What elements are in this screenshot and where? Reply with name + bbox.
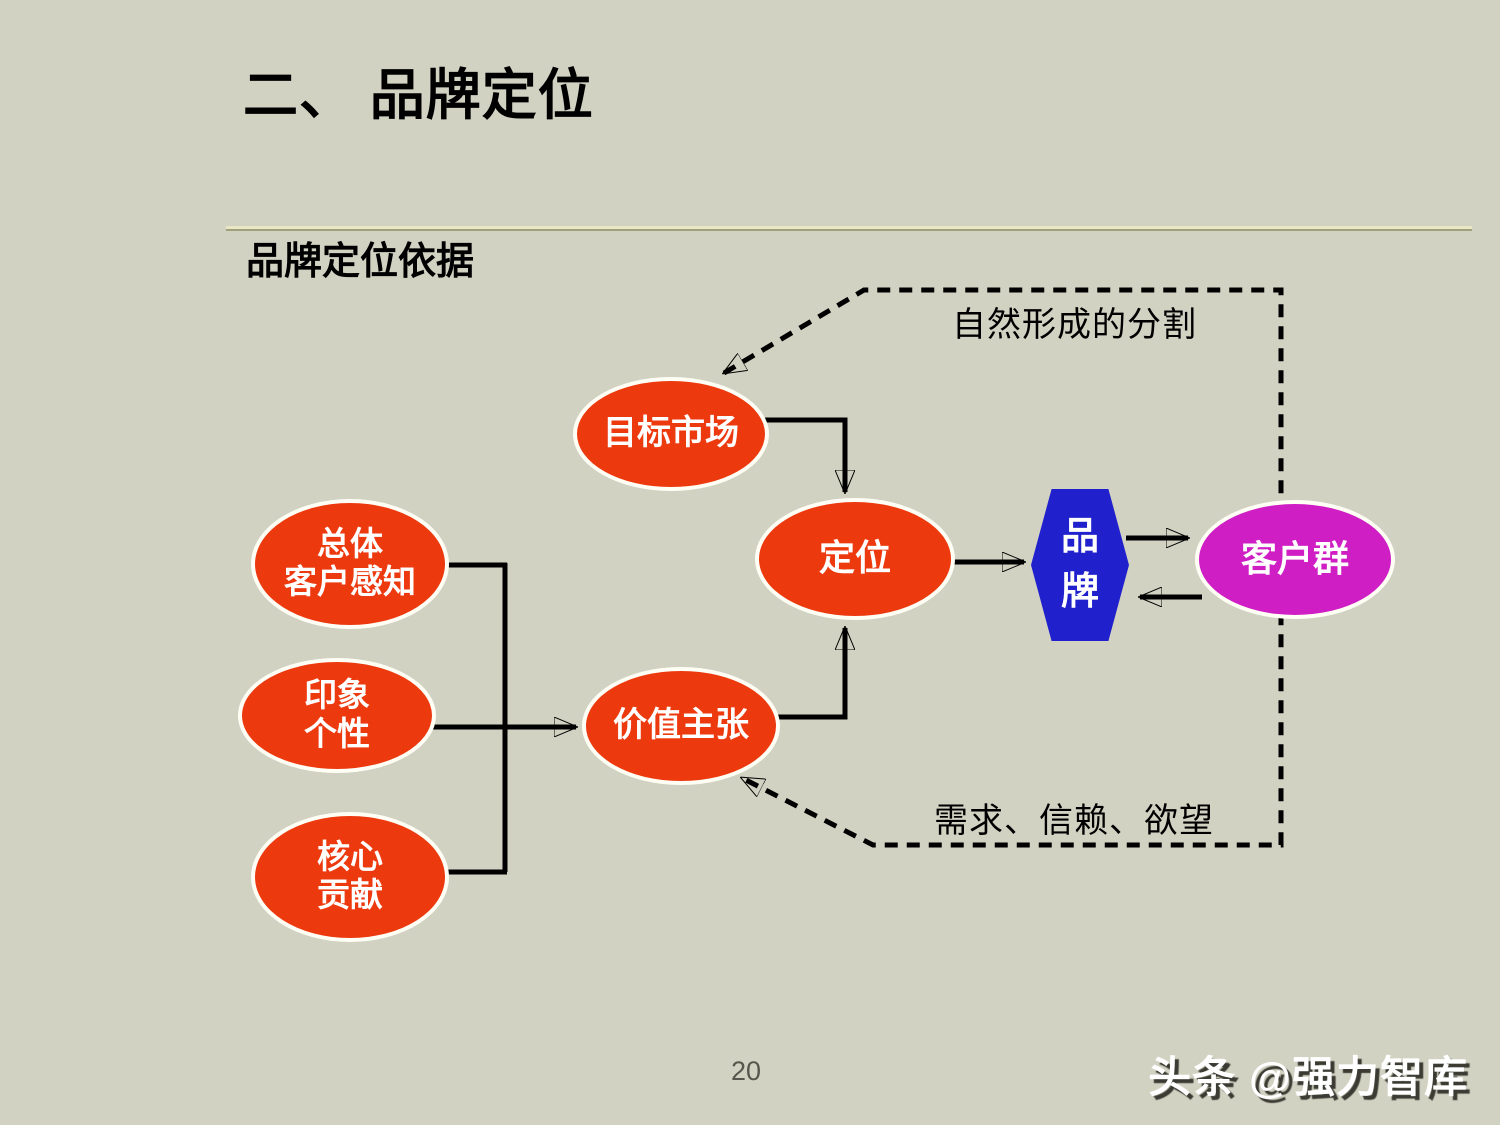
node-customer-group: 客户群 xyxy=(1195,500,1395,619)
node-target-market: 目标市场 xyxy=(573,377,769,491)
arrow-value-proposition-to-positioning xyxy=(772,628,845,720)
divider-line xyxy=(226,226,1472,231)
node-label-line1: 总体 xyxy=(317,526,383,563)
node-brand-hexagon: 品 牌 xyxy=(1031,489,1129,641)
node-core-contribution: 核心 贡献 xyxy=(251,812,449,942)
node-overall-customer-perception: 总体 客户感知 xyxy=(251,499,449,629)
node-label: 定位 xyxy=(818,538,891,579)
node-label-line1: 印象 xyxy=(304,678,370,715)
node-label-line2: 贡献 xyxy=(317,878,383,914)
node-label: 目标市场 xyxy=(603,415,739,453)
node-impression-personality: 印象 个性 xyxy=(238,658,436,773)
node-label-line2: 个性 xyxy=(304,716,370,753)
node-label-line1: 核心 xyxy=(317,839,383,876)
node-positioning: 定位 xyxy=(755,498,955,620)
node-label: 价值主张 xyxy=(613,707,749,745)
annotation-needs-trust-desire: 需求、信赖、欲望 xyxy=(934,803,1214,840)
arrow-target-market-to-positioning xyxy=(750,417,845,492)
node-label: 客户群 xyxy=(1240,538,1349,579)
node-value-proposition: 价值主张 xyxy=(582,667,780,785)
node-label-line2: 牌 xyxy=(1060,571,1099,613)
slide-subtitle: 品牌定位依据 xyxy=(246,241,475,283)
page-number: 20 xyxy=(731,1056,762,1086)
watermark: 头条 @强力智库 xyxy=(1148,1054,1468,1102)
annotation-natural-segmentation: 自然形成的分割 xyxy=(952,307,1197,344)
dashed-feedback-loop xyxy=(724,287,1284,848)
node-label-line2: 客户感知 xyxy=(284,565,416,601)
node-label-line1: 品 xyxy=(1060,515,1099,558)
slide-title: 二、 品牌定位 xyxy=(243,65,594,126)
